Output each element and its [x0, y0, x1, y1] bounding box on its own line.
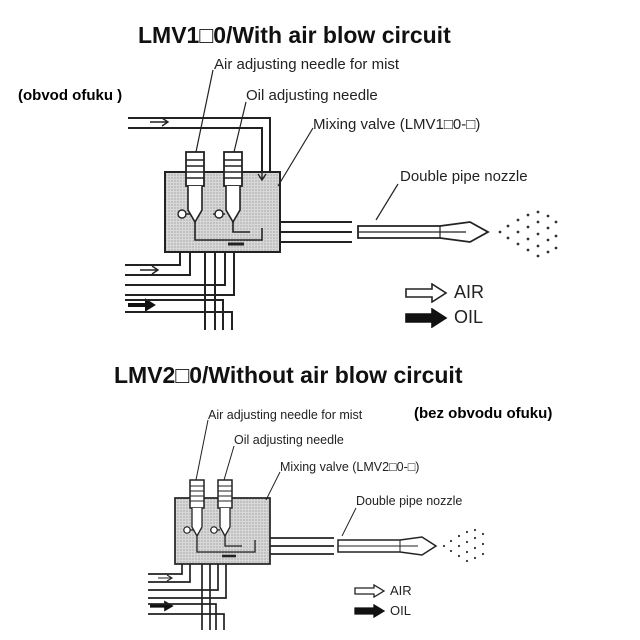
diagram2-label-oil-needle: Oil adjusting needle — [234, 433, 344, 447]
diagram1-oil-needle — [223, 151, 243, 224]
diagram1-title: LMV1□0/With air blow circuit — [138, 22, 451, 48]
solid-arrow-icon — [354, 603, 386, 618]
diagram1-mist-spray — [498, 210, 558, 258]
diagram2-legend-oil: OIL — [354, 603, 411, 618]
diagram1-legend-oil-label: OIL — [454, 307, 484, 327]
diagram1-schematic — [125, 69, 558, 330]
diagram1-legend-oil: OIL — [404, 307, 483, 328]
diagram1-label-oil-needle: Oil adjusting needle — [246, 87, 378, 104]
diagram2-label-mixing-valve: Mixing valve (LMV2□0-□) — [280, 460, 420, 474]
diagram2-label-nozzle: Double pipe nozzle — [356, 494, 463, 508]
diagram2-mist-spray — [442, 528, 485, 563]
diagram1-legend-air-label: AIR — [454, 282, 485, 302]
diagram1-label-nozzle: Double pipe nozzle — [400, 168, 528, 185]
hollow-arrow-icon — [405, 282, 448, 303]
diagram2-air-needle — [189, 479, 205, 538]
diagram2-oil-needle — [217, 479, 233, 538]
diagram1-legend-air: AIR — [404, 282, 484, 303]
diagram2-double-pipe-nozzle — [337, 536, 438, 556]
diagram2-label-air-needle: Air adjusting needle for mist — [208, 408, 363, 422]
diagram2-legend-oil-label: OIL — [390, 603, 411, 618]
diagram2-note: (bez obvodu ofuku) — [414, 405, 553, 422]
diagram2-title: LMV2□0/Without air blow circuit — [114, 362, 463, 388]
solid-arrow-icon — [405, 307, 448, 328]
diagram1-note: (obvod ofuku ) — [18, 87, 123, 104]
diagram1-air-needle — [185, 151, 205, 224]
diagram2-legend-air-label: AIR — [390, 583, 412, 598]
diagram2-schematic — [148, 419, 485, 630]
diagram2-legend-air: AIR — [354, 583, 412, 598]
hollow-arrow-icon — [354, 583, 386, 598]
diagram1-double-pipe-nozzle — [357, 221, 490, 243]
diagram1-label-air-needle: Air adjusting needle for mist — [214, 56, 400, 73]
diagram1-label-mixing-valve: Mixing valve (LMV1□0-□) — [313, 116, 481, 133]
